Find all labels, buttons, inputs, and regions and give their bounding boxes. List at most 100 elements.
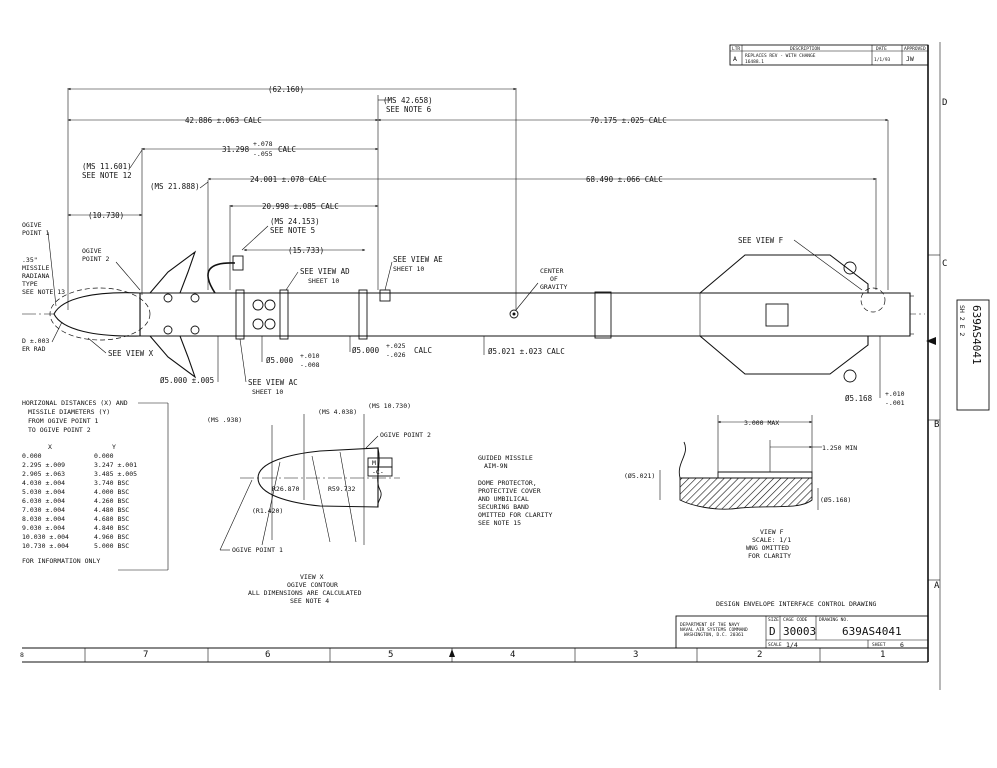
zone-col-3: 3 — [633, 650, 638, 660]
dimensions: (62.160) (MS 42.658) SEE NOTE 6 42.886 ±… — [67, 85, 889, 310]
view-x-r59732: R59.732 — [328, 485, 355, 493]
band-ae — [358, 289, 368, 340]
note-line-2: AIM-9N — [484, 462, 508, 470]
view-x-title-3: ALL DIMENSIONS ARE CALCULATED — [248, 589, 362, 597]
see-view-ae-sheet: SHEET 10 — [393, 265, 424, 273]
rolleron-lower — [843, 369, 857, 383]
dim-note6: SEE NOTE 6 — [386, 105, 432, 114]
table-cell-x: 8.030 ±.004 — [22, 515, 65, 523]
fcf-box-2 — [367, 466, 393, 477]
table-heading-3: FROM OGIVE POINT 1 — [28, 417, 99, 425]
ogive-contour — [257, 447, 379, 508]
table-cell-y: 5.000 BSC — [94, 542, 129, 550]
band-ad — [279, 289, 289, 340]
note-line-6: SECURING BAND — [478, 503, 529, 511]
canard-lower — [148, 335, 197, 379]
left-callout-7: ER RAD — [22, 345, 46, 353]
table-cell-y: 3.247 ±.001 — [94, 461, 137, 469]
rolleron-upper — [843, 261, 857, 275]
table-footer: FOR INFORMATION ONLY — [22, 557, 100, 565]
dim-ms42658: (MS 42.658) — [383, 96, 433, 105]
table-heading-1: HORIZONAL DISTANCES (X) AND — [22, 399, 128, 407]
revision-block: LTR DESCRIPTION DATE APPROVED A REPLACES… — [729, 44, 929, 66]
note-line-8: SEE NOTE 15 — [478, 519, 521, 527]
zone-col-2: 2 — [757, 650, 762, 660]
rev-header-approved: APPROVED — [904, 46, 926, 52]
table-cell-x: 10.030 ±.004 — [22, 533, 69, 541]
ogive-coordinate-table: HORIZONAL DISTANCES (X) AND MISSILE DIAM… — [22, 399, 169, 571]
size-label: SIZE — [768, 617, 779, 623]
sheet-border: 8 7 6 5 4 3 2 1 D C B A — [20, 42, 947, 690]
left-callout-2: MISSILE — [22, 264, 49, 272]
dim-note12: SEE NOTE 12 — [82, 171, 132, 180]
dim-5168-up: +.010 — [885, 390, 905, 398]
scale-label: SCALE — [768, 642, 782, 648]
size-value: D — [769, 625, 776, 638]
rev-desc-2: 16488.1 — [745, 59, 764, 65]
view-f-wing: WNG OMITTED — [746, 544, 789, 552]
view-f-detail: 3.000 MAX 1.250 MIN (Ø5.021) (Ø5.168) VI… — [624, 415, 857, 560]
left-callout-6: D ±.003 — [22, 337, 49, 345]
ogive-pt2-label-b: POINT 2 — [82, 255, 109, 263]
view-x-ms10730: (MS 10.730) — [368, 402, 411, 410]
see-view-x-label: SEE VIEW X — [108, 349, 154, 358]
see-view-ac-sheet: SHEET 10 — [252, 388, 283, 396]
view-x-title-4: SEE NOTE 4 — [290, 597, 329, 605]
dim-5168: Ø5.168 — [845, 394, 873, 403]
cage-value: 30003 — [783, 625, 816, 638]
table-cell-x: 7.030 ±.004 — [22, 506, 65, 514]
zone-row-a: A — [934, 581, 940, 591]
view-f-title: VIEW F — [760, 528, 784, 536]
dim-5000a: Ø5.000 — [266, 356, 294, 365]
zone-row-d: D — [942, 98, 947, 108]
mid-body-band — [594, 291, 612, 339]
see-view-ae-label: SEE VIEW AE — [393, 255, 443, 264]
table-col-x: X — [48, 443, 52, 451]
view-f-scale: SCALE: 1/1 — [752, 536, 791, 544]
agency-line-2: NAVAL AIR SYSTEMS COMMAND — [680, 627, 748, 633]
table-cell-x: 4.030 ±.004 — [22, 479, 65, 487]
dim-10730: (10.730) — [88, 211, 124, 220]
table-cell-x: 10.730 ±.004 — [22, 542, 69, 550]
zone-col-8: 8 — [20, 651, 24, 659]
view-x-detail: (MS .938) (MS 4.038) (MS 10.730) OGIVE P… — [207, 402, 431, 605]
view-f-1250: 1.250 MIN — [822, 444, 857, 452]
dim-5000b-calc: CALC — [414, 346, 432, 355]
dim-31298: 31.298 — [222, 145, 250, 154]
zone-col-1: 1 — [880, 650, 885, 660]
rev-header-date: DATE — [876, 46, 887, 52]
cg-label-1: CENTER — [540, 267, 564, 275]
view-x-ms938: (MS .938) — [207, 416, 242, 424]
zone-col-7: 7 — [143, 650, 148, 660]
ogive-pt2-label-a: OGIVE — [82, 247, 102, 255]
missile-callouts: OGIVE POINT 1 .35" MISSILE RADIANA TYPE … — [22, 221, 905, 407]
dim-20998: 20.998 ±.085 CALC — [262, 202, 339, 211]
agency-line-3: WASHINGTON, D.C. 20361 — [684, 632, 744, 638]
zone-col-4: 4 — [510, 650, 515, 660]
left-callout-3: RADIANA — [22, 272, 49, 280]
see-view-ac-label: SEE VIEW AC — [248, 378, 298, 387]
rev-header-ltr: LTR — [732, 46, 740, 52]
view-f-upper-contour — [678, 441, 813, 479]
dim-ms24153: (MS 24.153) — [270, 217, 320, 226]
ogive-pt1-label-b: POINT 1 — [22, 229, 49, 237]
view-f-hatched-section — [679, 477, 813, 510]
table-heading-2: MISSILE DIAMETERS (Y) — [28, 408, 110, 416]
zone-col-6: 6 — [265, 650, 270, 660]
table-cell-x: 5.030 ±.004 — [22, 488, 65, 496]
table-heading-4: TO OGIVE POINT 2 — [28, 426, 91, 434]
tail-fin-upper — [698, 254, 869, 294]
view-x-ogive-pt1: OGIVE POINT 1 — [232, 546, 283, 554]
see-view-f-label: SEE VIEW F — [738, 236, 784, 245]
side-drawing-number: 639AS4041 SH 2 E 2 — [956, 299, 990, 411]
cg-label-3: GRAVITY — [540, 283, 567, 291]
dim-15733: (15.733) — [288, 246, 324, 255]
dim-note5: SEE NOTE 5 — [270, 226, 315, 235]
table-cell-y: 3.740 BSC — [94, 479, 129, 487]
dim-5168-dn: -.001 — [885, 399, 905, 407]
rev-approved: JW — [906, 55, 914, 63]
dim-5000a-up: +.010 — [300, 352, 320, 360]
view-x-ogive-pt2: OGIVE POINT 2 — [380, 431, 431, 439]
center-mark-triangle — [449, 649, 455, 657]
